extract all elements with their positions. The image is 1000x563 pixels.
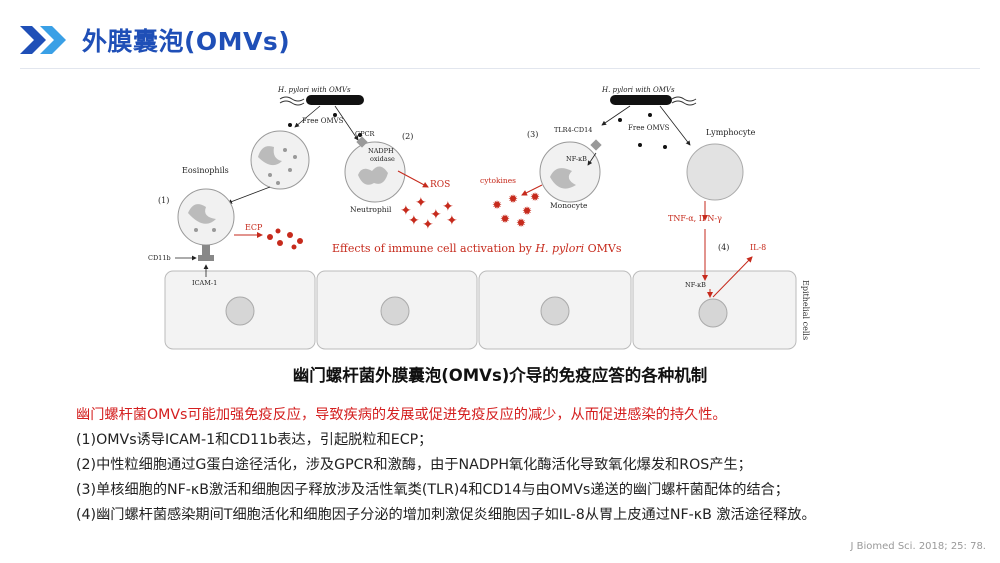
cd11b-label: CD11b — [148, 254, 171, 262]
oxidase-label: oxidase — [370, 155, 395, 163]
double-chevron-icon — [20, 26, 66, 54]
nadph-label: NADPH — [368, 147, 394, 155]
svg-text:✦: ✦ — [408, 213, 420, 229]
header-divider — [20, 68, 980, 69]
tnf-label: TNF-α, IFN-γ — [668, 214, 722, 223]
monocyte-label: Monocyte — [550, 201, 588, 210]
tlr-label: TLR4-CD14 — [554, 126, 592, 134]
free-omvs-left: Free OMVS — [302, 117, 344, 125]
svg-text:✹: ✹ — [508, 192, 518, 206]
eosinophils-label: Eosinophils — [182, 166, 229, 175]
mechanism-4: (4)幽门螺杆菌感染期间T细胞活化和细胞因子分泌的增加刺激促炎细胞因子如IL-8… — [76, 507, 816, 523]
svg-text:✹: ✹ — [516, 216, 526, 230]
omv-mechanism-diagram: Epithelial cells H. pylori with OMVs Fre… — [148, 86, 810, 350]
mechanism-3: (3)单核细胞的NF-κB激活和细胞因子释放涉及活性氧类(TLR)4和CD14与… — [76, 482, 789, 498]
svg-text:✦: ✦ — [430, 207, 442, 223]
label-2: (2) — [402, 132, 413, 141]
nfkb-epithelial: NF-κB — [685, 281, 706, 289]
lymphocyte-group: Lymphocyte TNF-α, IFN-γ (4) IL-8 NF-κB — [668, 128, 766, 298]
mechanism-2: (2)中性粒细胞通过G蛋白途径活化，涉及GPCR和激酶，由于NADPH氧化酶活化… — [76, 457, 752, 473]
label-4: (4) — [718, 243, 729, 252]
ros-label: ROS — [430, 180, 450, 190]
hpylori-left: H. pylori with OMVs Free OMVS — [277, 86, 364, 141]
svg-text:✹: ✹ — [500, 212, 510, 226]
slide-title: 外膜囊泡(OMVs) — [82, 27, 291, 56]
slide-header: 外膜囊泡(OMVs) — [0, 0, 1000, 80]
body-text: 幽门螺杆菌OMVs可能加强免疫反应，导致疾病的发展或促进免疫反应的减少，从而促进… — [76, 403, 956, 528]
citation: J Biomed Sci. 2018; 25: 78. — [850, 541, 986, 552]
summary-line: 幽门螺杆菌OMVs可能加强免疫反应，导致疾病的发展或促进免疫反应的减少，从而促进… — [76, 407, 727, 423]
hpylori-right: H. pylori with OMVs Free OMVS — [601, 86, 697, 149]
neutrophil-group: GPCR (2) NADPH oxidase Neutrophil ROS ✦✦… — [344, 130, 458, 233]
svg-text:✦: ✦ — [400, 203, 412, 219]
hp-left-label: H. pylori with OMVs — [277, 86, 351, 94]
ecp-label: ECP — [245, 223, 263, 232]
icam-label: ICAM-1 — [192, 279, 217, 287]
figure-caption: 幽门螺杆菌外膜囊泡(OMVs)介导的免疫应答的各种机制 — [292, 366, 708, 385]
svg-text:✦: ✦ — [442, 199, 454, 215]
gpcr-label: GPCR — [355, 130, 376, 138]
svg-text:✦: ✦ — [446, 213, 458, 229]
svg-text:✦: ✦ — [415, 195, 427, 211]
lymphocyte-label: Lymphocyte — [706, 128, 756, 137]
free-omvs-right: Free OMVS — [628, 124, 670, 132]
effects-banner: Effects of immune cell activation by H. … — [332, 242, 622, 255]
label-3: (3) — [527, 130, 538, 139]
hp-right-label: H. pylori with OMVs — [601, 86, 675, 94]
epithelial-layer: Epithelial cells — [164, 270, 810, 350]
label-1: (1) — [158, 196, 169, 205]
svg-text:✦: ✦ — [422, 217, 434, 233]
eosinophil-group: Eosinophils (1) CD11b ICAM-1 ECP — [148, 130, 310, 287]
svg-text:✹: ✹ — [492, 198, 502, 212]
monocyte-group: (3) TLR4-CD14 NF-κB Monocyte cytokines ✹… — [480, 126, 602, 230]
svg-text:✹: ✹ — [530, 190, 540, 204]
cytokines-label: cytokines — [480, 176, 516, 185]
mechanism-1: (1)OMVs诱导ICAM-1和CD11b表达，引起脱粒和ECP； — [76, 432, 433, 448]
il8-label: IL-8 — [750, 243, 766, 252]
neutrophil-label: Neutrophil — [350, 205, 392, 214]
svg-text:✹: ✹ — [522, 204, 532, 218]
epithelial-label: Epithelial cells — [801, 280, 810, 340]
nfkb-monocyte: NF-κB — [566, 155, 587, 163]
